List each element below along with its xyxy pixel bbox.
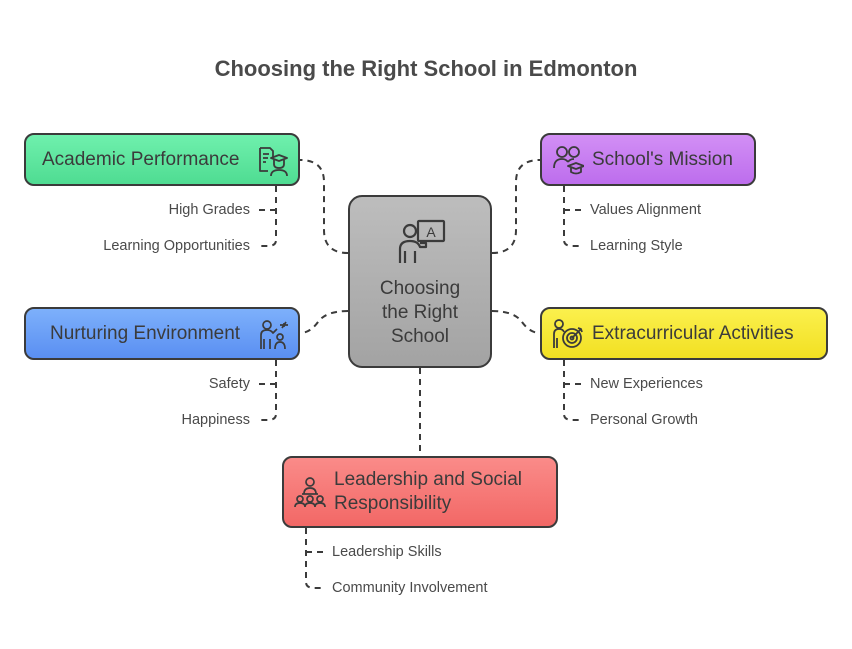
nurturing-item-safety: Safety bbox=[208, 376, 250, 392]
node-extracurricular-activities-label: Extracurricular Activities bbox=[592, 322, 794, 344]
mission-item-values-alignment: Values Alignment bbox=[590, 202, 701, 218]
node-extracurricular-activities: Extracurricular Activities bbox=[540, 307, 828, 360]
person-target-icon bbox=[552, 318, 584, 350]
extracurricular-item-personal-growth: Personal Growth bbox=[590, 412, 698, 428]
people-graduation-icon bbox=[552, 144, 585, 176]
academic-item-high-grades: High Grades bbox=[168, 202, 250, 218]
leadership-item-leadership-skills: Leadership Skills bbox=[332, 544, 442, 560]
node-leadership-social-responsibility-label: Leadership and Social Responsibility bbox=[334, 469, 523, 514]
certificate-student-icon bbox=[256, 145, 288, 177]
teacher-students-icon bbox=[258, 319, 290, 351]
center-label: Choosing the Right School bbox=[350, 277, 490, 349]
center-label-line-3: School bbox=[390, 326, 450, 347]
node-leadership-social-responsibility: Leadership and Social Responsibility bbox=[282, 456, 558, 528]
node-nurturing-environment: Nurturing Environment bbox=[24, 307, 300, 360]
center-label-line-1: Choosing bbox=[379, 278, 461, 299]
node-schools-mission: School's Mission bbox=[540, 133, 756, 186]
center-node: A Choosing the Right School bbox=[348, 195, 492, 368]
diagram-title: Choosing the Right School in Edmonton bbox=[214, 56, 638, 81]
mission-item-learning-style: Learning Style bbox=[590, 238, 683, 254]
node-nurturing-environment-label: Nurturing Environment bbox=[50, 322, 241, 344]
teacher-board-icon: A bbox=[396, 217, 448, 269]
leadership-item-community-involvement: Community Involvement bbox=[332, 580, 488, 596]
center-label-line-2: the Right bbox=[381, 302, 459, 323]
leader-group-icon bbox=[294, 476, 326, 508]
academic-item-learning-opportunities: Learning Opportunities bbox=[103, 238, 250, 254]
node-academic-performance: Academic Performance bbox=[24, 133, 300, 186]
extracurricular-item-new-experiences: New Experiences bbox=[590, 376, 703, 392]
nurturing-item-happiness: Happiness bbox=[181, 412, 250, 428]
svg-text:A: A bbox=[426, 224, 436, 240]
node-schools-mission-label: School's Mission bbox=[592, 148, 733, 170]
node-academic-performance-label: Academic Performance bbox=[42, 148, 240, 170]
